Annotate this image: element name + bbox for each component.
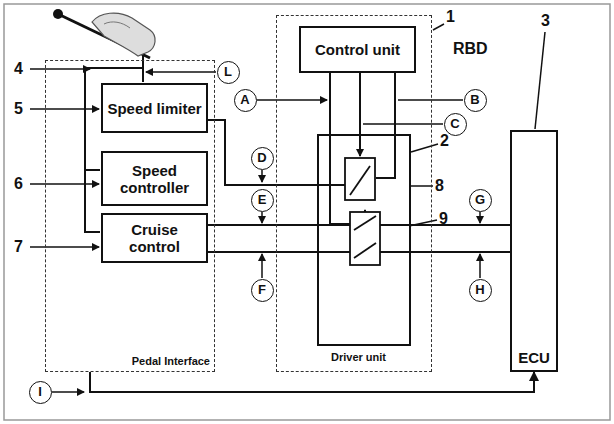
signal-letter: G: [469, 189, 492, 212]
signal-letter: L: [217, 61, 240, 84]
process-box: Control unit: [299, 26, 416, 73]
driver-unit-box: [318, 135, 410, 345]
callout-number: 6: [14, 175, 23, 193]
node-text: ECU: [512, 349, 556, 366]
signal-letter: H: [469, 279, 492, 302]
frame: [4, 4, 610, 420]
signal-letter: E: [251, 189, 274, 212]
node-text: Cruise control: [106, 221, 203, 255]
process-box: ECU: [510, 130, 558, 372]
switch-9: [350, 212, 380, 265]
dashed-region: Pedal Interface Speed limiterSpeed contro…: [45, 60, 215, 372]
signal-letter: D: [251, 147, 274, 170]
node-text: Pedal Interface: [132, 355, 210, 367]
signal-letter: B: [464, 89, 487, 112]
process-box: Speed controller: [101, 151, 208, 206]
callout-number: 8: [435, 177, 444, 195]
leaders: [30, 24, 545, 392]
node-text: RBD: [453, 40, 488, 58]
callout-number: 3: [541, 12, 550, 30]
signal-letter: I: [29, 381, 52, 404]
node-text: Speed limiter: [107, 100, 201, 117]
process-box: Cruise control: [101, 213, 208, 263]
signal-letter: F: [251, 279, 274, 302]
signal-connector: [90, 372, 534, 392]
pedal: [53, 9, 155, 58]
switch-8: [345, 158, 375, 200]
dashed-region: RBDControl unit: [276, 15, 432, 372]
callout-number: 5: [14, 100, 23, 118]
node-text: Speed controller: [106, 162, 203, 196]
process-box: Speed limiter: [101, 83, 208, 133]
callout-number: 4: [14, 60, 23, 78]
callout-number: 7: [14, 238, 23, 256]
unit-label: Driver unit: [331, 351, 386, 364]
callout-number: 1: [446, 8, 455, 26]
callout-number: 9: [439, 210, 448, 228]
callout-number: 2: [440, 132, 449, 150]
signal-letter: A: [234, 89, 257, 112]
node-text: Control unit: [315, 41, 400, 58]
